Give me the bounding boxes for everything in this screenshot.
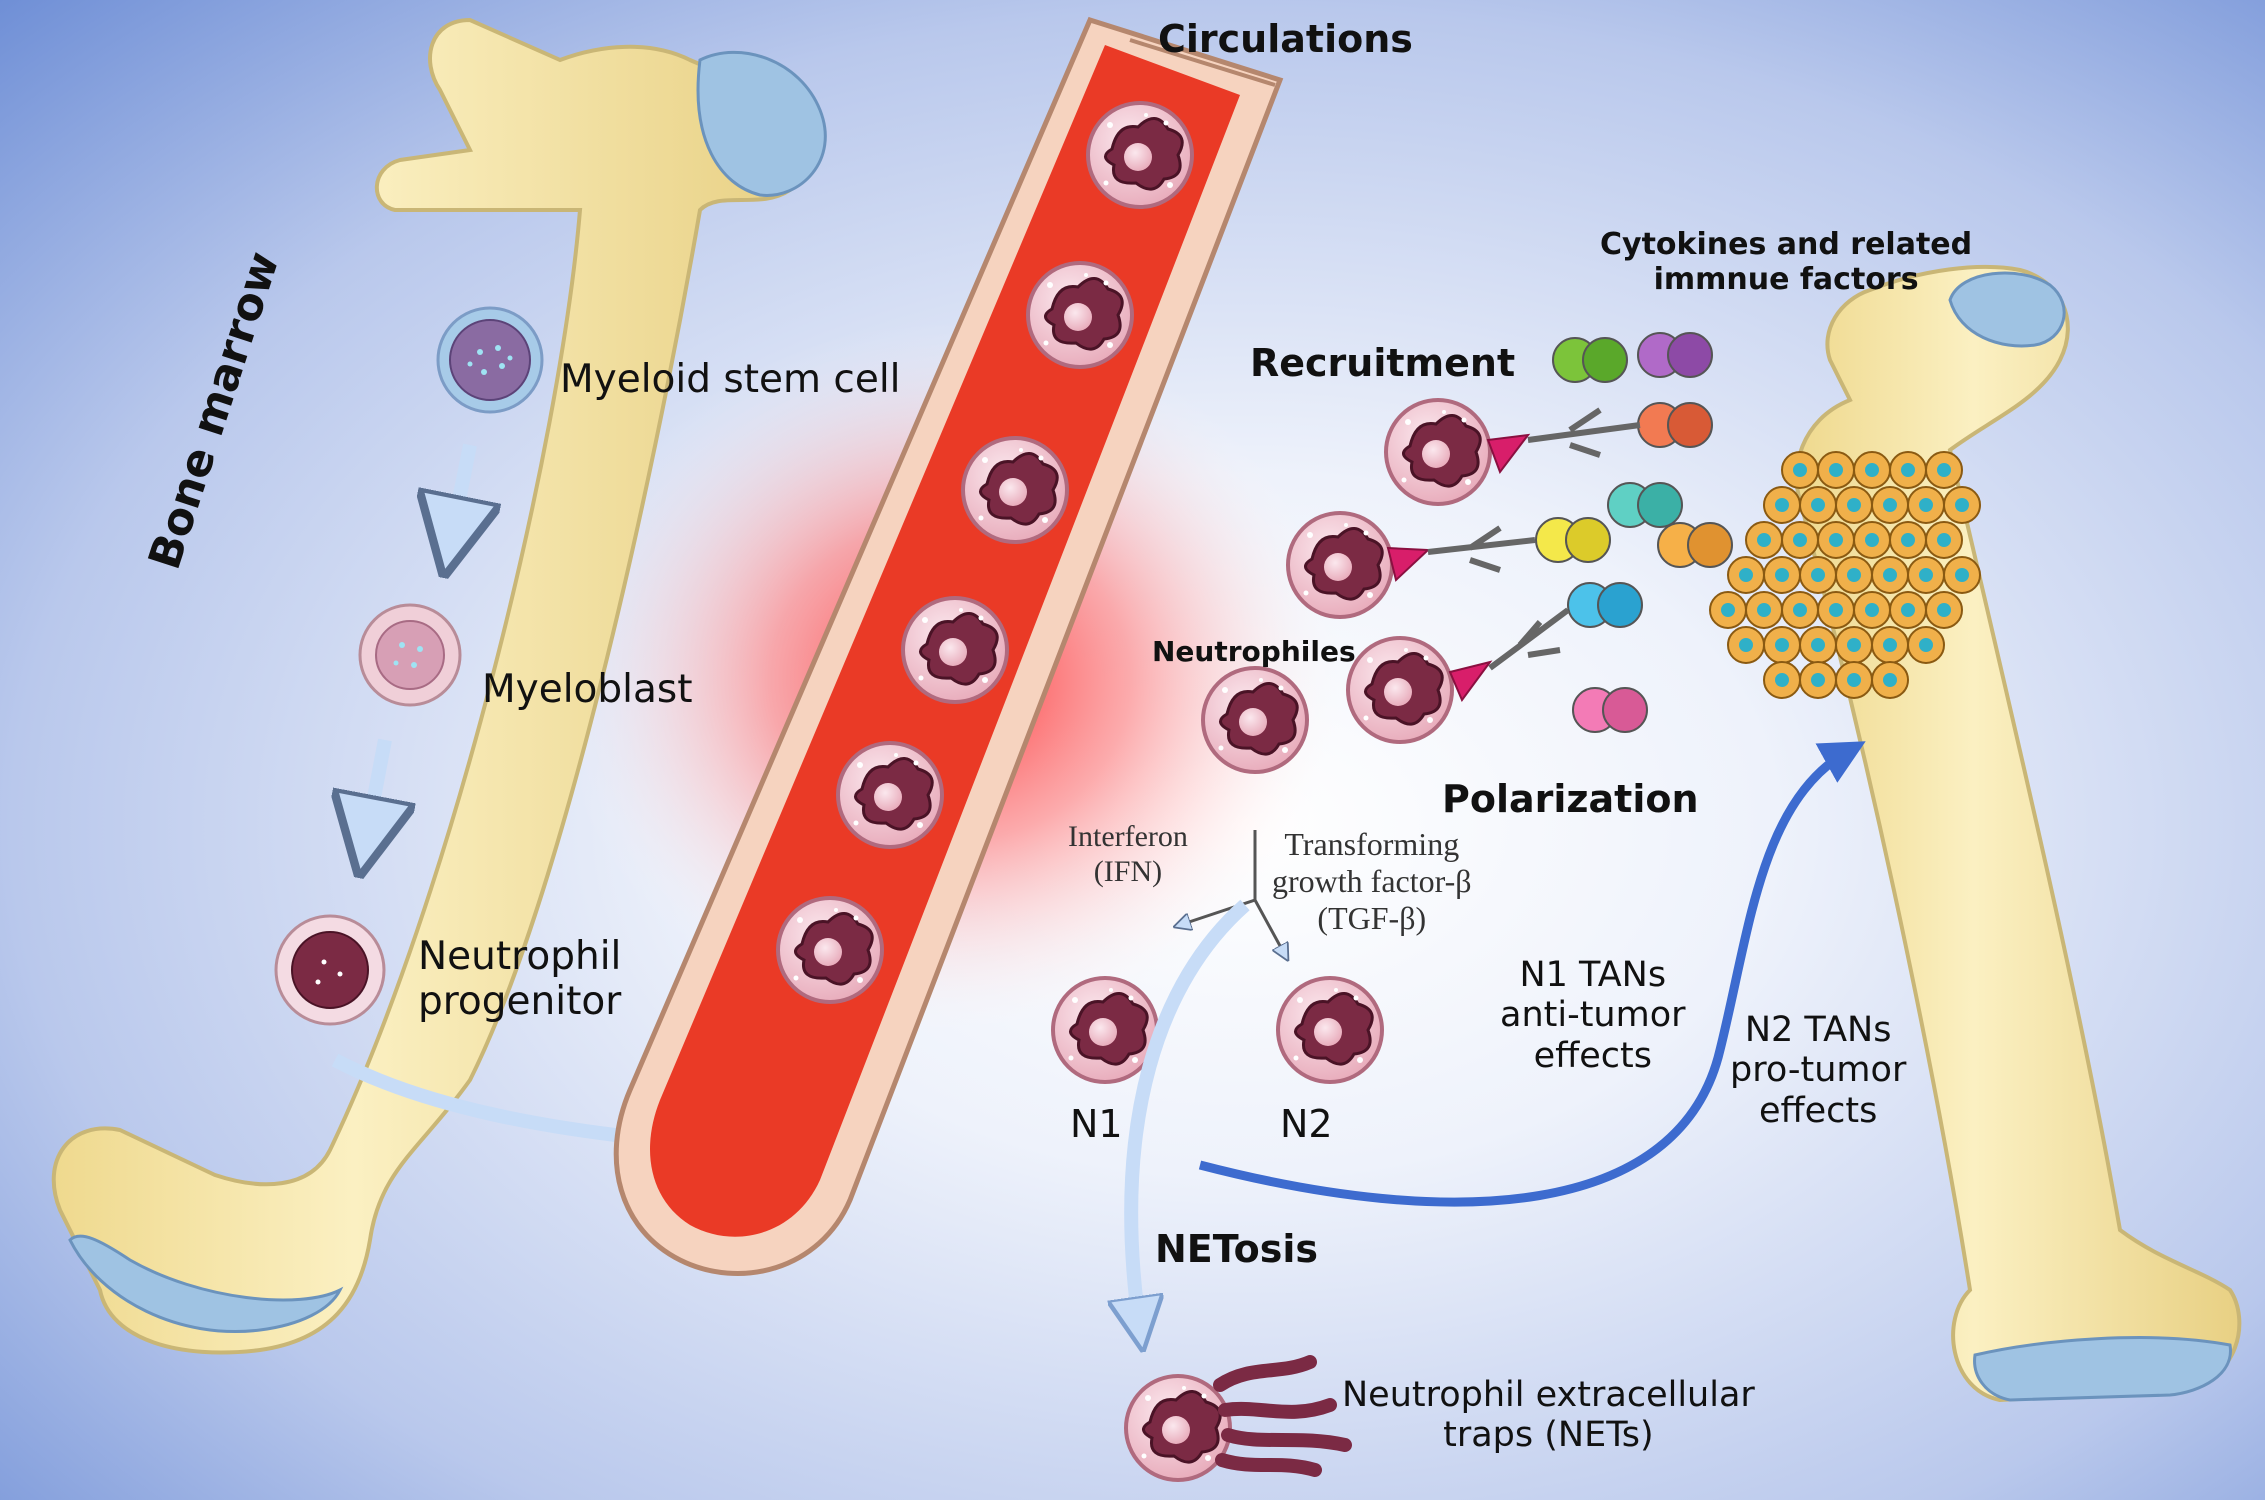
right-bone xyxy=(1794,264,2242,1403)
cytokine-blue xyxy=(1567,582,1643,628)
n1-tans-label: N1 TANs anti-tumor effects xyxy=(1500,955,1686,1076)
interferon-label: Interferon (IFN) xyxy=(1068,820,1188,889)
n1-neutrophil xyxy=(1051,976,1159,1084)
n1-tans-line3: effects xyxy=(1533,1035,1652,1076)
vessel-neutrophil-6 xyxy=(776,896,884,1004)
n1-label: N1 xyxy=(1070,1102,1123,1146)
tumor-effect-arrow xyxy=(1198,741,1866,1207)
nets-fibers xyxy=(1213,1355,1352,1477)
neutrophile-cell xyxy=(1201,666,1309,774)
vessel-neutrophil-2 xyxy=(1026,261,1134,369)
netosis-arrow xyxy=(1131,899,1250,1330)
nets-line2: traps (NETs) xyxy=(1443,1415,1654,1456)
recruitment-label: Recruitment xyxy=(1250,341,1516,385)
vessel-neutrophil-1 xyxy=(1086,101,1194,209)
left-bone-cartilage-bottom xyxy=(68,1234,344,1333)
netosis-label: NETosis xyxy=(1155,1227,1319,1271)
vessel-neutrophil-5 xyxy=(836,741,944,849)
vessel-neutrophil-4 xyxy=(901,596,1009,704)
cytokines-line1: Cytokines and related xyxy=(1600,227,1973,262)
cytokine-teal xyxy=(1607,482,1683,528)
myeloblast-to-progenitor-arrow xyxy=(365,738,385,845)
neutrophil-progenitor-line2: progenitor xyxy=(418,978,622,1024)
nets-label: Neutrophil extracellular traps (NETs) xyxy=(1342,1375,1755,1456)
interferon-line2: (IFN) xyxy=(1093,854,1163,888)
stem-to-myeloblast-arrow xyxy=(450,443,470,545)
right-bone-cartilage-top xyxy=(1948,271,2066,348)
cytokine-pink xyxy=(1572,687,1648,733)
left-bone-cartilage-top xyxy=(696,50,827,197)
myeloid-stem-cell-graphic xyxy=(436,306,544,414)
myeloblast-label: Myeloblast xyxy=(482,667,693,712)
cytokine-orange xyxy=(1637,402,1713,448)
recruited-neutrophil-2 xyxy=(1286,511,1394,619)
tgf-label: Transforming growth factor-β (TGF-β) xyxy=(1272,826,1472,936)
nets-line1: Neutrophil extracellular xyxy=(1342,1375,1755,1415)
cytokine-yellow xyxy=(1535,517,1611,563)
interferon-line1: Interferon xyxy=(1068,820,1188,853)
cytokine-purple xyxy=(1637,332,1713,378)
n1-tans-line2: anti-tumor xyxy=(1500,995,1686,1036)
myeloblast-graphic xyxy=(358,603,462,707)
n2-tans-label: N2 TANs pro-tumor effects xyxy=(1730,1010,1906,1131)
cytokines-line2: immnue factors xyxy=(1653,261,1919,297)
n2-tans-line2: pro-tumor xyxy=(1730,1050,1907,1091)
tgf-line3: (TGF-β) xyxy=(1317,899,1427,936)
nets-neutrophil xyxy=(1124,1374,1232,1482)
n2-neutrophil xyxy=(1276,976,1384,1084)
tgf-line2: growth factor-β xyxy=(1272,862,1472,899)
neutrophil-progenitor-line1: Neutrophil xyxy=(418,934,622,979)
cytokines-label: Cytokines and related immnue factors xyxy=(1600,227,1973,297)
n1-tans-line1: N1 TANs xyxy=(1519,955,1667,995)
right-bone-cartilage-bottom xyxy=(1973,1336,2232,1402)
n2-tans-line3: effects xyxy=(1758,1090,1878,1131)
receptors xyxy=(1386,433,1531,702)
left-bone xyxy=(51,17,827,1355)
tumor-cell-cluster xyxy=(1709,451,1981,699)
cytokine-green xyxy=(1552,337,1628,383)
circulations-label: Circulations xyxy=(1158,17,1413,61)
neutrophiles-label: Neutrophiles xyxy=(1152,635,1356,668)
polarization-branch-n2 xyxy=(1253,899,1285,955)
vessel-neutrophil-3 xyxy=(961,436,1069,544)
cytokine-molecules xyxy=(1535,332,1733,733)
neutrophil-progenitor-graphic xyxy=(274,914,386,1026)
tgf-line1: Transforming xyxy=(1284,826,1460,862)
cytokine-peach xyxy=(1657,522,1733,568)
n2-label: N2 xyxy=(1280,1102,1333,1146)
recruited-neutrophil-1 xyxy=(1384,398,1492,506)
myeloid-stem-cell-label: Myeloid stem cell xyxy=(560,357,901,402)
n2-tans-line1: N2 TANs xyxy=(1744,1010,1892,1050)
polarization-label: Polarization xyxy=(1442,777,1699,821)
antibody-connectors xyxy=(1427,407,1641,671)
recruited-neutrophil-3 xyxy=(1346,636,1454,744)
neutrophil-progenitor-label: Neutrophil progenitor xyxy=(418,934,622,1025)
